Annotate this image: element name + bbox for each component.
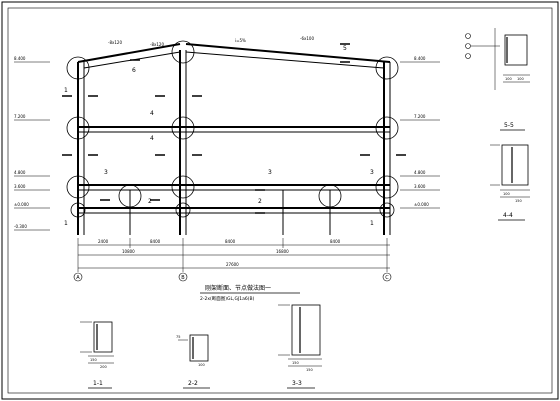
- section-dim: 150: [515, 199, 522, 203]
- level-label: 7.200: [414, 114, 426, 119]
- section-label: 1-1: [93, 380, 103, 387]
- joint-circle: [66, 175, 90, 199]
- section-cut-markers: [62, 43, 406, 214]
- sheet-inner-border: [7, 7, 553, 394]
- dimension-value: 27600: [226, 262, 239, 267]
- section-label: 2-2: [188, 380, 198, 387]
- joint-circle: [379, 202, 395, 218]
- grid-axis-label: B: [181, 275, 185, 281]
- roof-plate-note: -6x100: [300, 36, 314, 41]
- level-label: ±0.000: [414, 202, 429, 207]
- section-dim: 150: [306, 368, 313, 372]
- roof-plate-note: -8x120: [108, 40, 122, 45]
- member-number: 1: [64, 87, 68, 94]
- section-1-1: 150 200 1-1: [80, 321, 114, 389]
- joint-circle: [171, 40, 195, 64]
- dimension-value: 8400: [330, 239, 341, 244]
- joint-circle: [66, 56, 90, 80]
- section-dim: 100: [505, 77, 512, 81]
- level-label: 4.800: [414, 170, 426, 175]
- grid-axis-label: C: [385, 275, 389, 281]
- joint-circle: [375, 116, 399, 140]
- member-number: 1: [370, 220, 374, 227]
- grid-axis-label: A: [76, 275, 80, 281]
- member-number: 4: [150, 135, 154, 142]
- member-number: 3: [268, 169, 272, 176]
- joint-circle: [318, 184, 342, 208]
- member-number: 3: [104, 169, 108, 176]
- roof-plate-note: -8x120: [150, 42, 164, 47]
- section-dim: 100: [503, 192, 510, 196]
- level-label: 3.600: [414, 184, 426, 189]
- member-number: 1: [64, 220, 68, 227]
- section-label: 4-4: [503, 212, 513, 219]
- dimension-value: 2400: [98, 239, 109, 244]
- joint-circle: [375, 175, 399, 199]
- level-label: 8.400: [414, 56, 426, 61]
- section-3-3: 150 150 3-3: [278, 304, 322, 389]
- section-2-2: 75 100 2-2: [176, 334, 210, 389]
- joint-circle: [118, 184, 142, 208]
- section-dim: 150: [90, 358, 97, 362]
- joint-circle: [66, 116, 90, 140]
- roof-rafter-right-inner: [185, 51, 385, 69]
- member-number: 4: [150, 110, 154, 117]
- member-number: 5: [343, 45, 347, 52]
- section-dim: 200: [100, 365, 107, 369]
- level-label: 3.600: [14, 184, 26, 189]
- dimension-value: 10800: [122, 249, 135, 254]
- section-dim: 75: [176, 335, 180, 339]
- member-number: 2: [258, 198, 262, 205]
- frame-elevation: 1 1 2 2 3 3 4 4 5 6 1 3 i=5% -8x120 -6x1…: [14, 36, 440, 282]
- grid-axes: A B C: [73, 272, 392, 282]
- level-label: ±0.000: [14, 202, 29, 207]
- section-5-5: 100 100 5-5: [465, 28, 530, 131]
- joint-circle: [175, 202, 191, 218]
- level-label: -0.300: [14, 224, 27, 229]
- main-title: 刚架断面、节点做法图一: [205, 284, 271, 292]
- joint-circle: [171, 116, 195, 140]
- joint-circle: [171, 175, 195, 199]
- dimension-value: 8400: [225, 239, 236, 244]
- roof-rafter-left: [77, 43, 181, 63]
- roof-rafter-right: [185, 43, 391, 63]
- joint-circle: [375, 56, 399, 80]
- level-label: 4.800: [14, 170, 26, 175]
- member-number: 3: [370, 169, 374, 176]
- section-label: 3-3: [292, 380, 302, 387]
- member-number: 2: [148, 198, 152, 205]
- member-number: 6: [132, 67, 136, 74]
- level-label: 8.400: [14, 56, 26, 61]
- level-labels-left: 8.400 7.200 4.800 3.600 ±0.000 -0.300: [14, 56, 50, 231]
- subtitle: 2-2ⅹ(断面图)GL,GJ1a6(B): [200, 295, 255, 302]
- level-labels-right: 8.400 7.200 4.800 3.600 ±0.000: [400, 56, 440, 209]
- joint-circle: [70, 202, 86, 218]
- section-dim: 100: [198, 363, 205, 367]
- dimension-chain: 2400 8400 8400 8400 10800 16800 27600: [77, 238, 390, 272]
- dimension-value: 16800: [276, 249, 289, 254]
- drawing-title: 刚架断面、节点做法图一 2-2ⅹ(断面图)GL,GJ1a6(B): [200, 284, 300, 302]
- section-dim: 100: [517, 77, 524, 81]
- roof-slope-note: i=5%: [235, 38, 246, 43]
- section-4-4: 100 150 4-4: [490, 144, 530, 221]
- section-label: 5-5: [504, 122, 514, 129]
- dimension-value: 8400: [150, 239, 161, 244]
- section-dim: 150: [292, 361, 299, 365]
- level-label: 7.200: [14, 114, 26, 119]
